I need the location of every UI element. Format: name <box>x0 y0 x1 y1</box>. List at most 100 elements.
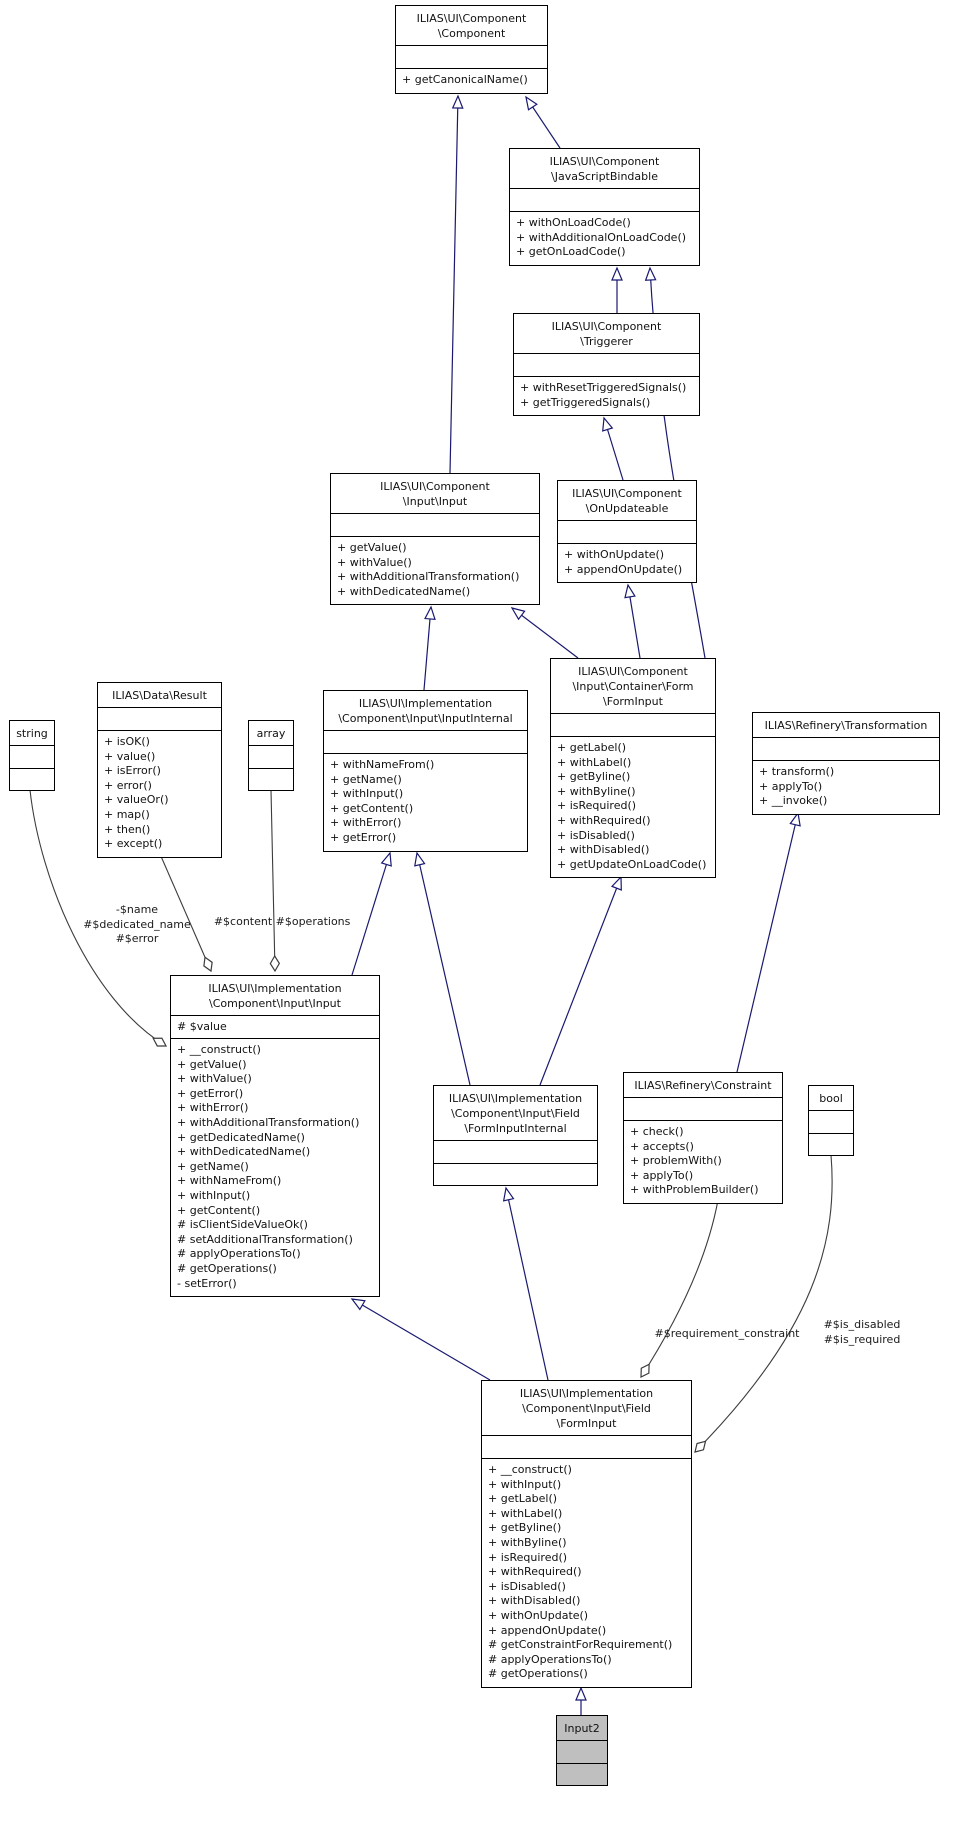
class-method: + value() <box>104 749 156 763</box>
class-box-form-input-impl[interactable]: ILIAS\UI\Implementation\Component\Input\… <box>481 1380 692 1688</box>
class-method: + withOnUpdate() <box>564 548 665 561</box>
class-box-bool[interactable]: bool <box>808 1085 854 1156</box>
edge-label-line: #$is_disabled <box>823 1318 901 1331</box>
class-method: + transform() <box>759 765 835 778</box>
class-method: + withRequired() <box>488 1565 582 1579</box>
class-method: + withError() <box>330 816 402 830</box>
edge-aggr-constraint-to-forminputimpl <box>640 1199 719 1378</box>
edge-inherit-constraint-to-transformation <box>736 811 801 1073</box>
class-method: + map() <box>104 807 150 821</box>
class-box-form-input-component[interactable]: ILIAS\UI\Component\Input\Container\Form\… <box>550 658 716 879</box>
class-methods-section: + check()+ accepts()+ problemWith()+ app… <box>624 1121 782 1203</box>
class-method: + getError() <box>177 1086 244 1100</box>
class-title: ILIAS\UI\Component\Input\Container\Form\… <box>551 659 715 714</box>
class-title-line: \JavaScriptBindable <box>551 170 658 183</box>
class-method: + withInput() <box>330 787 404 801</box>
class-box-array[interactable]: array <box>248 720 294 791</box>
class-methods-section <box>809 1134 853 1155</box>
class-box-component[interactable]: ILIAS\UI\Component\Component + getCanonic… <box>395 5 548 94</box>
class-title-line: \FormInputInternal <box>464 1122 567 1135</box>
edge-label-is-disabled-is-required: #$is_disabled#$is_required <box>824 1318 901 1347</box>
class-box-triggerer[interactable]: ILIAS\UI\Component\Triggerer+ withResetT… <box>513 313 700 417</box>
class-attributes-section <box>482 1436 691 1459</box>
class-method: + getOnLoadCode() <box>516 245 626 259</box>
class-title-line: ILIAS\UI\Component <box>380 480 490 493</box>
class-method: + withNameFrom() <box>330 758 435 771</box>
class-box-data-result[interactable]: ILIAS\Data\Result+ isOK()+ value()+ isEr… <box>97 682 222 858</box>
edge-inherit-forminputimpl-to-forminputinternal <box>502 1186 549 1381</box>
class-method: + getLabel() <box>557 741 627 754</box>
class-attributes-section <box>809 1111 853 1134</box>
class-title-line: \Triggerer <box>580 335 633 348</box>
edge-inherit-jsbindable-to-component <box>525 95 561 149</box>
class-method: + withByline() <box>488 1535 567 1549</box>
class-method: + withInput() <box>488 1477 562 1491</box>
edge-inherit-forminputcomp-to-input <box>510 607 579 659</box>
edge-inherit-forminputcomp-to-onupdateable <box>624 583 641 659</box>
class-box-string[interactable]: string <box>9 720 55 791</box>
class-attributes-section <box>557 1741 607 1764</box>
class-method: + withResetTriggeredSignals() <box>520 381 687 394</box>
class-method: + getError() <box>330 830 397 844</box>
class-method: # getOperations() <box>177 1261 277 1275</box>
class-title-line: ILIAS\UI\Implementation <box>358 697 493 710</box>
class-title: string <box>10 721 54 746</box>
class-method: + error() <box>104 778 152 792</box>
class-attributes-section <box>551 714 715 737</box>
class-attributes-section: # $value <box>171 1016 379 1039</box>
class-methods-section: + withNameFrom()+ getName()+ withInput()… <box>324 754 527 851</box>
class-methods-section: + transform()+ applyTo()+ __invoke() <box>753 761 939 814</box>
edge-inherit-forminputinternal-to-inputinternal <box>414 851 471 1086</box>
class-title-line: ILIAS\UI\Component <box>578 665 688 678</box>
class-method: + withNameFrom() <box>177 1174 282 1188</box>
class-method: + withDedicatedName() <box>337 584 471 598</box>
class-methods-section <box>249 769 293 790</box>
edge-label-requirement-constraint: #$requirement_constraint <box>655 1327 800 1342</box>
class-method: + getDedicatedName() <box>177 1130 305 1144</box>
class-box-input-internal[interactable]: ILIAS\UI\Implementation\Component\Input\… <box>323 690 528 852</box>
class-title: ILIAS\UI\Component\Component <box>396 6 547 46</box>
class-title: ILIAS\Refinery\Constraint <box>624 1073 782 1098</box>
class-method: + applyTo() <box>759 779 823 793</box>
class-method: + withByline() <box>557 784 636 798</box>
class-box-constraint[interactable]: ILIAS\Refinery\Constraint + check()+ acce… <box>623 1072 783 1204</box>
class-methods-section: + withOnLoadCode()+ withAdditionalOnLoad… <box>510 212 699 265</box>
class-title: ILIAS\UI\Component\OnUpdateable <box>558 481 696 521</box>
class-method: + isOK() <box>104 735 150 748</box>
class-title-line: bool <box>819 1092 843 1105</box>
edge-inherit-forminputinternal-to-forminputcomp <box>539 875 622 1086</box>
class-method: + withOnUpdate() <box>488 1608 589 1622</box>
class-box-input-component[interactable]: ILIAS\UI\Component\Input\Input+ getValue… <box>330 473 540 606</box>
class-method: # setAdditionalTransformation() <box>177 1232 353 1246</box>
edge-aggr-array-to-inputimpl <box>269 789 281 973</box>
class-method: + getValue() <box>337 541 407 554</box>
class-box-on-updateable[interactable]: ILIAS\UI\Component\OnUpdateable + withOnU… <box>557 480 697 584</box>
class-attributes-section <box>10 746 54 769</box>
class-box-form-input-internal[interactable]: ILIAS\UI\Implementation\Component\Input\… <box>433 1085 598 1186</box>
class-box-input2[interactable]: Input2 <box>556 1715 608 1786</box>
edge-aggr-bool-to-forminputimpl <box>694 1154 833 1453</box>
class-attributes-section <box>514 354 699 377</box>
class-method: + valueOr() <box>104 793 169 807</box>
class-method: + appendOnUpdate() <box>564 562 683 576</box>
class-title: bool <box>809 1086 853 1111</box>
class-box-input-impl[interactable]: ILIAS\UI\Implementation\Component\Input\… <box>170 975 380 1298</box>
edge-label-line: #$content <box>213 915 273 928</box>
edge-label-name-dedicatedname-error: -$name#$dedicated_name#$error <box>83 903 191 947</box>
class-title-line: \Component\Input\Field <box>451 1107 580 1120</box>
class-box-javascript-bindable[interactable]: ILIAS\UI\Component\JavaScriptBindable+ w… <box>509 148 700 266</box>
class-method: + isRequired() <box>488 1550 568 1564</box>
class-method: # getOperations() <box>488 1667 588 1681</box>
class-method: + withValue() <box>177 1072 252 1086</box>
class-title-line: \Component\Input\Input <box>209 997 341 1010</box>
edge-inherit-forminputimpl-to-inputimpl <box>350 1298 491 1381</box>
class-methods-section <box>10 769 54 790</box>
class-box-transformation[interactable]: ILIAS\Refinery\Transformation+ transform… <box>752 712 940 815</box>
class-title: ILIAS\UI\Implementation\Component\Input\… <box>324 691 527 731</box>
class-method: + getByline() <box>557 770 631 784</box>
class-methods-section: + getCanonicalName() <box>396 69 547 93</box>
class-method: + applyTo() <box>630 1168 694 1182</box>
class-method: + withError() <box>177 1101 249 1115</box>
class-attributes-section <box>249 746 293 769</box>
class-method: + withProblemBuilder() <box>630 1183 759 1197</box>
